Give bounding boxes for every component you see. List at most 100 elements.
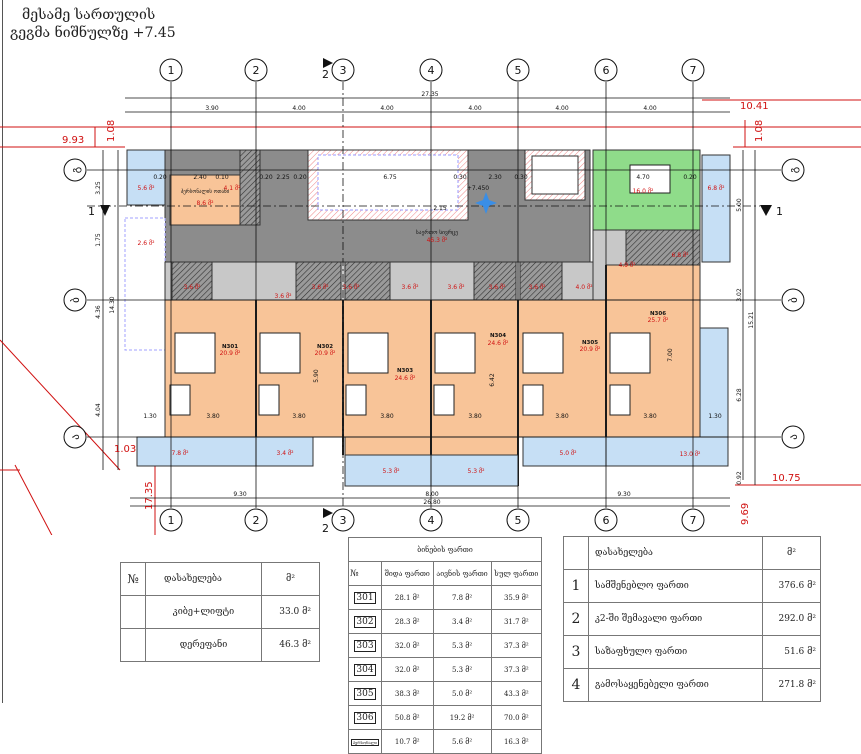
dim-int-14: 3.80 (206, 413, 220, 420)
red-dim-1-08-left: 1.08 (106, 120, 117, 142)
section-label-bottom: 2 (322, 522, 329, 535)
dim-int-18: 3.80 (555, 413, 569, 420)
floor-plan: 1 2 3 4 5 6 7 1 2 3 4 5 6 7 გ ბ ა გ ბ ა … (0, 58, 861, 535)
corridor-area: 46.3 მ² (427, 237, 448, 244)
table-header-row: დასახელება მ² (563, 536, 821, 570)
dim-left-1: 3.25 (95, 181, 102, 195)
area-bath-306: 6.8 მ² (672, 252, 690, 259)
title-line-1: მესამე სართულის (22, 7, 156, 23)
table-header-row: № დასახელება მ² (120, 562, 320, 596)
dim-top-2: 4.00 (292, 105, 306, 112)
area-bath-3: 3.6 მ² (312, 284, 330, 291)
grid-lines (87, 82, 781, 508)
cell-empty (120, 628, 146, 662)
cell-balcony: 3.4 მ² (432, 609, 492, 634)
dim-int-10: 0.30 (514, 174, 528, 181)
area-balcony-306: 13.0 მ² (680, 451, 701, 458)
col-area: მ² (261, 562, 320, 596)
red-dim-1-03: 1.03 (114, 444, 136, 455)
unit-304-area: 24.6 მ² (488, 340, 509, 347)
dim-right-4: 6.28 (736, 388, 743, 402)
cell-total: 31.7 მ² (490, 609, 543, 634)
unit-no: 303 (354, 639, 376, 652)
unit-306-area: 25.7 მ² (648, 317, 669, 324)
col-inner: შიდა ფართი (381, 561, 434, 586)
dim-int-15: 3.80 (292, 413, 306, 420)
red-dim-17-35: 17.35 (144, 481, 155, 510)
dim-int-7: 6.75 (383, 174, 397, 181)
area-bath-9: 4.0 მ² (576, 284, 594, 291)
cell-total: 37.3 მ² (490, 657, 543, 682)
balcony-306 (605, 436, 729, 467)
site-boundary-lines (0, 99, 861, 535)
cell-balcony: 19.2 მ² (432, 705, 492, 730)
staff-room-label: პერსონალის ოთახი (181, 188, 230, 195)
unit-301-area: 20.9 მ² (220, 350, 241, 357)
grid-row-g-right: გ (787, 167, 800, 173)
area-staff: 8.6 მ² (197, 200, 215, 207)
cell-no: 2 (563, 602, 589, 636)
cell-inner: 28.1 მ² (381, 585, 434, 610)
cell-name: გამოსაყენებელი ფართი (588, 668, 763, 702)
col-no: № (120, 562, 146, 596)
dim-left-3: 14.30 (109, 296, 116, 313)
unit-no: 305 (354, 687, 376, 700)
cell-total: 35.9 მ² (490, 585, 543, 610)
grid-label-6: 6 (603, 64, 610, 77)
col-no (563, 536, 589, 570)
balcony-305 (522, 436, 607, 467)
cell-inner: 38.3 მ² (381, 681, 434, 706)
common-areas-table: № დასახელება მ² კიბე+ლიფტი 33.0 მ² დერეფ… (120, 562, 320, 662)
dim-int-19: 3.80 (643, 413, 657, 420)
grid-label-5: 5 (515, 64, 522, 77)
stair-left (124, 217, 166, 351)
area-bath-6: 3.6 მ² (448, 284, 466, 291)
north-marker-icon (475, 192, 497, 214)
col-balcony: აივნის ფართი (432, 561, 492, 586)
col-total: სულ ფართი (490, 561, 543, 586)
cell-total: 43.3 მ² (490, 681, 543, 706)
cell-balcony: 5.6 მ² (432, 729, 492, 754)
dim-top-4: 4.00 (468, 105, 482, 112)
cell-balcony: 7.8 მ² (432, 585, 492, 610)
cell-area: 376.6 მ² (762, 569, 821, 603)
cell-empty (120, 595, 146, 629)
col-area: მ² (762, 536, 821, 570)
red-dim-10-75: 10.75 (772, 473, 801, 484)
dim-right-2: 3.02 (736, 288, 743, 302)
cell-total: 37.3 მ² (490, 633, 543, 658)
grid-row-b-left: ბ (69, 297, 82, 303)
unit-no: 302 (354, 615, 376, 628)
unit-no: პერსონალი (350, 738, 380, 746)
table-header-row: № შიდა ფართი აივნის ფართი სულ ფართი (348, 561, 543, 586)
dim-int-8: 0.30 (453, 174, 467, 181)
cell-area: 51.6 მ² (762, 635, 821, 669)
cell-no: 4 (563, 668, 589, 702)
grid-label-7: 7 (690, 64, 697, 77)
grid-label-1: 1 (168, 64, 175, 77)
level-mark: +7.450 (467, 185, 489, 192)
unit-303-area: 24.6 მ² (395, 375, 416, 382)
table-row: კიბე+ლიფტი 33.0 მ² (120, 595, 320, 629)
dim-int-12: 4.70 (636, 174, 650, 181)
dim-int-2: 2.40 (193, 174, 207, 181)
dim-int-13: 0.20 (683, 174, 697, 181)
dim-left-5: 4.04 (95, 403, 102, 417)
area-balcony-302: 3.4 მ² (277, 450, 295, 457)
bed-icons (169, 164, 671, 416)
unit-no: 301 (354, 591, 376, 604)
dim-right-3: 15.21 (748, 311, 755, 328)
cell-inner: 32.0 მ² (381, 657, 434, 682)
col-no: № (348, 561, 382, 586)
cell-no: 1 (563, 569, 589, 603)
grid-label-5-bottom: 5 (515, 514, 522, 527)
cell-total: 70.0 მ² (490, 705, 543, 730)
dim-int-20: 1.30 (143, 413, 157, 420)
unit-305-name: N305 (582, 340, 598, 346)
dim-int-17: 3.80 (468, 413, 482, 420)
